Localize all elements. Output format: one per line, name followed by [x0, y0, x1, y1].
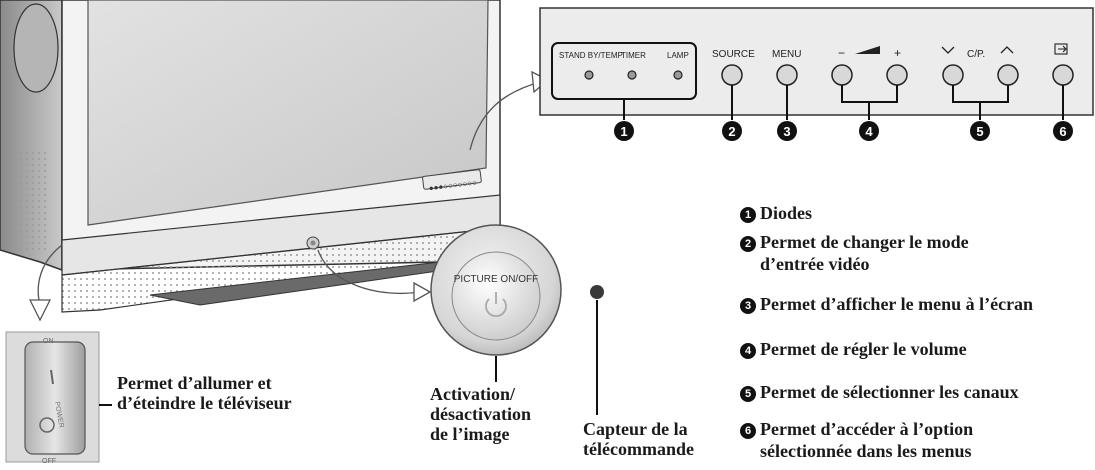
channel-up-icon	[1000, 46, 1014, 54]
picture-caption-line-2: désactivation	[430, 404, 531, 425]
power-off-mark	[39, 417, 55, 433]
power-caption-line-2: d’éteindre le téléviseur	[117, 393, 292, 414]
menu-button[interactable]	[776, 64, 798, 86]
legend-number-6: 6	[740, 423, 756, 439]
callout-marker-2	[722, 121, 742, 141]
arrow-to-control-panel	[469, 81, 541, 151]
menu-button-label: MENU	[772, 49, 801, 60]
callout-marker-4	[859, 121, 879, 141]
enter-arrow-icon	[1058, 45, 1067, 53]
channel-up-button[interactable]	[997, 64, 1019, 86]
sensor-caption-line-2: télécommande	[583, 439, 694, 460]
callout-number-3: 3	[783, 124, 790, 139]
timer-led	[627, 70, 637, 80]
sensor-caption: Capteur de la télécommande	[583, 419, 694, 459]
side-speaker-grille	[14, 150, 50, 250]
legend-text-3: Permet d’afficher le menu à l’écran	[760, 294, 1034, 314]
legend-number-2: 2	[740, 236, 756, 252]
sensor-caption-line-1: Capteur de la	[583, 419, 688, 439]
source-button[interactable]	[721, 64, 743, 86]
volume-down-button[interactable]	[831, 64, 853, 86]
channel-button-label: C/P.	[967, 49, 985, 60]
picture-onoff-closeup: PICTURE ON/OFF	[430, 224, 562, 382]
timer-indicator-label: TIMER	[621, 51, 646, 60]
power-switch-on-label: ON	[43, 338, 54, 345]
side-emblem	[13, 3, 59, 93]
callout-5-bracket	[952, 85, 1009, 120]
enter-button[interactable]	[1052, 64, 1074, 86]
callout-number-4: 4	[865, 124, 873, 139]
arrow-to-picture-button	[317, 249, 421, 295]
callout-number-2: 2	[728, 124, 735, 139]
legend-number-1: 1	[740, 207, 756, 223]
volume-minus-label: −	[838, 46, 845, 60]
power-rocker-switch[interactable]	[24, 341, 86, 455]
callout-marker-6	[1053, 121, 1073, 141]
power-switch-caption: Permet d’allumer et d’éteindre le télévi…	[117, 373, 292, 413]
legend-text-6b: sélectionnée dans les menus	[760, 440, 972, 461]
volume-up-button[interactable]	[886, 64, 908, 86]
power-switch-power-label: POWER	[53, 401, 64, 428]
picture-caption: Activation/ désactivation de l’image	[430, 384, 531, 444]
power-on-mark	[50, 369, 54, 385]
source-button-label: SOURCE	[712, 49, 755, 60]
legend-text-6a: Permet d’accéder à l’option	[760, 419, 974, 439]
standby-indicator-label: STAND BY/TEMP	[559, 51, 623, 60]
legend-number-5: 5	[740, 386, 756, 402]
enter-icon	[1054, 43, 1068, 55]
volume-plus-label: +	[894, 46, 901, 60]
callout-number-1: 1	[620, 124, 627, 139]
control-panel: STAND BY/TEMP TIMER LAMP SOURCE MENU − +…	[539, 7, 1094, 141]
callout-brackets	[623, 85, 1064, 120]
lamp-indicator-label: LAMP	[667, 51, 689, 60]
tv-picture-button-dot	[310, 240, 316, 246]
picture-caption-line-3: de l’image	[430, 424, 510, 445]
power-switch-closeup: ON OFF POWER	[5, 331, 112, 465]
callout-number-6: 6	[1059, 124, 1066, 139]
tv-set: ●●●○○○○○○○	[0, 0, 501, 313]
legend-text-5: Permet de sélectionner les canaux	[760, 382, 1019, 402]
power-caption-line-1: Permet d’allumer et	[117, 373, 272, 393]
legend-text-1: Diodes	[760, 203, 813, 223]
callout-marker-5	[970, 121, 990, 141]
callout-marker-1	[614, 121, 634, 141]
channel-down-button[interactable]	[942, 64, 964, 86]
standby-led	[584, 70, 594, 80]
channel-down-icon	[941, 46, 955, 54]
legend-number-4: 4	[740, 343, 756, 359]
remote-sensor	[590, 285, 604, 415]
callout-4-bracket	[841, 85, 898, 120]
picture-caption-line-1: Activation/	[430, 384, 515, 404]
callout-markers: 1 2 3 4 5 6	[614, 121, 1073, 141]
lamp-led	[673, 70, 683, 80]
power-switch-off-label: OFF	[42, 458, 56, 465]
callout-number-5: 5	[976, 124, 983, 139]
power-symbol-icon	[485, 292, 507, 318]
legend-text-2a: Permet de changer le mode	[760, 232, 969, 252]
arrow-head-picture-button	[413, 281, 432, 303]
callout-marker-3	[777, 121, 797, 141]
legend-number-3: 3	[740, 298, 756, 314]
legend-text-2b: d’entrée vidéo	[760, 253, 870, 274]
tv-screen	[87, 0, 489, 226]
remote-sensor-dot	[590, 285, 604, 299]
legend-text-4: Permet de régler le volume	[760, 339, 967, 359]
picture-button-label: PICTURE ON/OFF	[454, 274, 538, 285]
volume-ramp-icon	[855, 46, 880, 54]
control-panel-frame	[539, 7, 1094, 116]
arrow-head-power-switch	[28, 299, 52, 322]
tv-mini-control-panel	[422, 169, 482, 190]
